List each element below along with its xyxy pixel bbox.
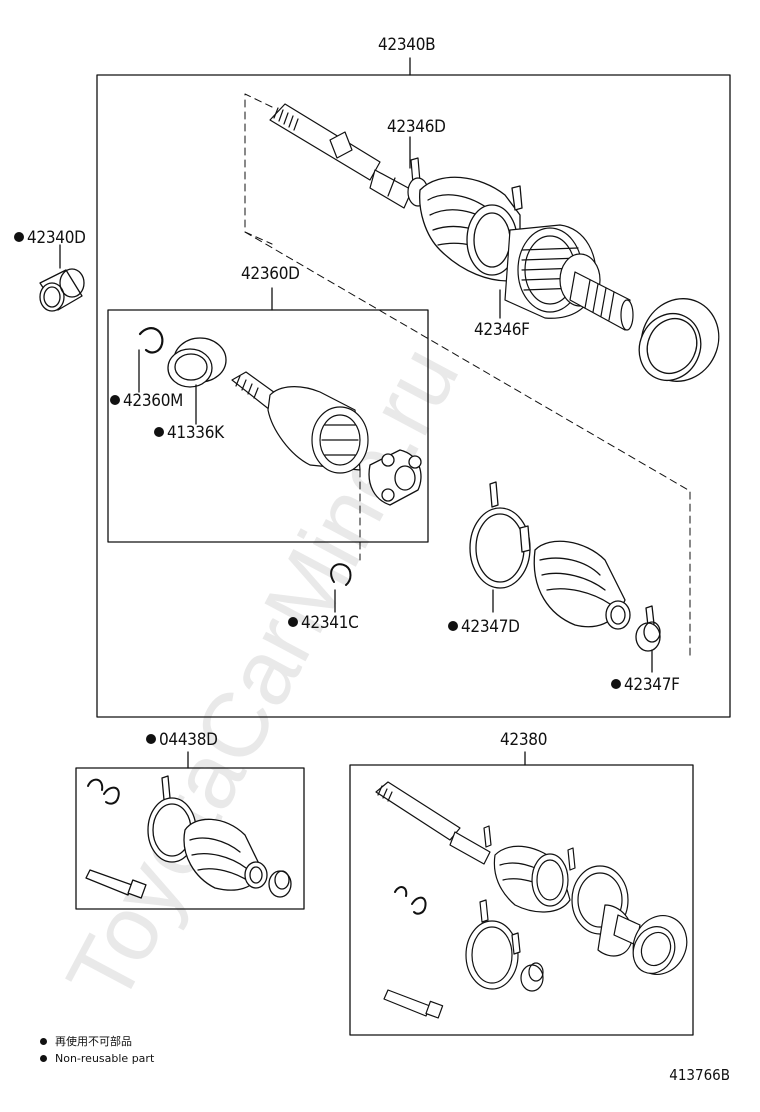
- part-label-42340b[interactable]: 42340B: [378, 35, 436, 55]
- non-reusable-dot: [448, 621, 458, 631]
- main-assembly-frame: [96, 74, 731, 718]
- part-label-42346f[interactable]: 42346F: [474, 320, 530, 340]
- legend-dot: [40, 1055, 47, 1062]
- outer-boot: [419, 176, 523, 282]
- non-reusable-dot: [288, 617, 298, 627]
- inner-boot: [533, 540, 631, 630]
- legend-jp: 再使用不可部品: [40, 1036, 132, 1047]
- dust-seal-right: [638, 298, 720, 382]
- legend-dot: [40, 1038, 47, 1045]
- boot-kit-parts: [85, 775, 292, 899]
- inner-joint-housing: [231, 371, 369, 474]
- part-label-42347f[interactable]: 42347F: [611, 677, 680, 694]
- part-label-42346d[interactable]: 42346D: [387, 117, 446, 137]
- complete-shaft-frame: [349, 764, 694, 1036]
- boot-kit-frame: [75, 767, 305, 910]
- part-label-42340d[interactable]: 42340D: [14, 230, 86, 247]
- non-reusable-dot: [14, 232, 24, 242]
- non-reusable-dot: [611, 679, 621, 689]
- snap-ring-42360m: [138, 327, 164, 393]
- outer-shaft: [269, 103, 413, 209]
- boot-clamp-42347d: [469, 481, 531, 613]
- complete-shaft-parts: [375, 781, 688, 1019]
- small-clamp-42347f: [635, 605, 661, 673]
- outer-cv-joint: [504, 224, 634, 331]
- non-reusable-dot: [110, 395, 120, 405]
- part-label-42341c[interactable]: 42341C: [288, 615, 359, 632]
- figure-number: 413766B: [669, 1066, 730, 1084]
- part-label-42380[interactable]: 42380: [500, 730, 548, 750]
- part-label-04438d[interactable]: 04438D: [146, 732, 218, 749]
- tripod-joint: [368, 449, 422, 506]
- part-label-41336k[interactable]: 41336K: [154, 425, 224, 442]
- part-label-42360m[interactable]: 42360M: [110, 393, 183, 410]
- seal-41336k: [167, 337, 227, 425]
- seal-ring-42340d: [39, 244, 85, 312]
- part-label-42360d[interactable]: 42360D: [241, 264, 300, 284]
- inner-joint-kit-frame: [107, 309, 429, 543]
- part-label-42347d[interactable]: 42347D: [448, 619, 520, 636]
- snap-ring-42341c: [330, 563, 352, 613]
- non-reusable-dot: [154, 427, 164, 437]
- non-reusable-dot: [146, 734, 156, 744]
- legend-en: Non-reusable part: [40, 1053, 154, 1064]
